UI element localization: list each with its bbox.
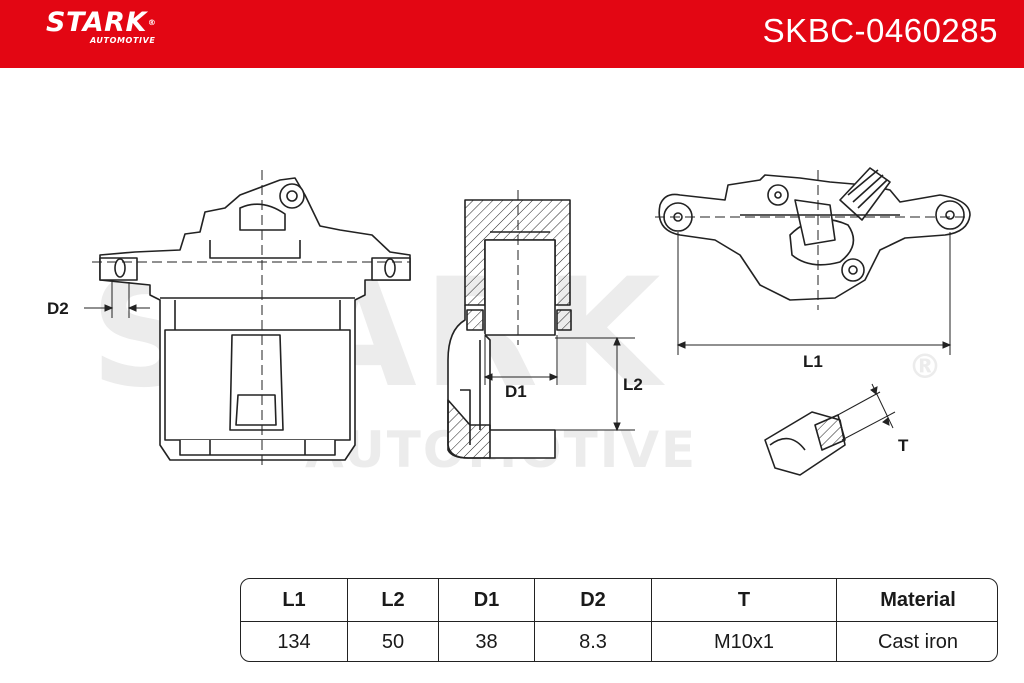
technical-drawing: STARK AUTOMOTIVE ® D2: [47, 167, 971, 479]
spec-header-material: Material: [836, 579, 997, 621]
spec-value-d1: 38: [438, 622, 534, 661]
header-bar: STARK® AUTOMOTIVE SKBC-0460285: [0, 0, 1024, 68]
spec-value-l1: 134: [277, 631, 311, 653]
spec-value-d2: 8.3: [534, 622, 651, 661]
logo-subtitle: AUTOMOTIVE: [90, 36, 156, 45]
spec-header-d2: D2: [534, 579, 651, 621]
spec-header-l2: L2: [347, 579, 438, 621]
spec-header-l1: L1: [282, 588, 306, 611]
l2-dimension: [555, 336, 635, 432]
spec-table: L1 L2 D1 D2 T Material 134 50 38 8.3 M10…: [240, 578, 998, 662]
spec-value-t: M10x1: [651, 622, 836, 661]
l1-label: L1: [803, 352, 823, 371]
t-label: T: [898, 436, 909, 455]
logo-brand: STARK: [46, 7, 147, 38]
caliper-section-view: [447, 199, 572, 459]
spec-header-d1: D1: [438, 579, 534, 621]
caliper-top-view: [658, 167, 971, 301]
watermark-reg: ®: [908, 347, 942, 387]
spec-table-header-row: L1 L2 D1 D2 T Material: [241, 579, 997, 621]
spec-header-t: T: [651, 579, 836, 621]
l2-label: L2: [623, 375, 643, 394]
l1-dimension: [676, 232, 952, 355]
d1-dimension: [483, 335, 559, 385]
caliper-front-view: [99, 177, 411, 461]
t-dimension: [835, 383, 896, 441]
d1-label: D1: [505, 382, 527, 401]
spec-value-l2: 50: [347, 622, 438, 661]
spec-value-material: Cast iron: [836, 622, 997, 661]
d2-label: D2: [47, 299, 69, 318]
bleed-screw-detail: [764, 411, 846, 476]
logo-registered-mark: ®: [147, 18, 157, 27]
part-number: SKBC-0460285: [762, 12, 998, 49]
spec-table-value-row: 134 50 38 8.3 M10x1 Cast iron: [241, 621, 997, 661]
stark-logo: STARK® AUTOMOTIVE: [46, 7, 157, 46]
d2-dimension: [84, 282, 150, 318]
